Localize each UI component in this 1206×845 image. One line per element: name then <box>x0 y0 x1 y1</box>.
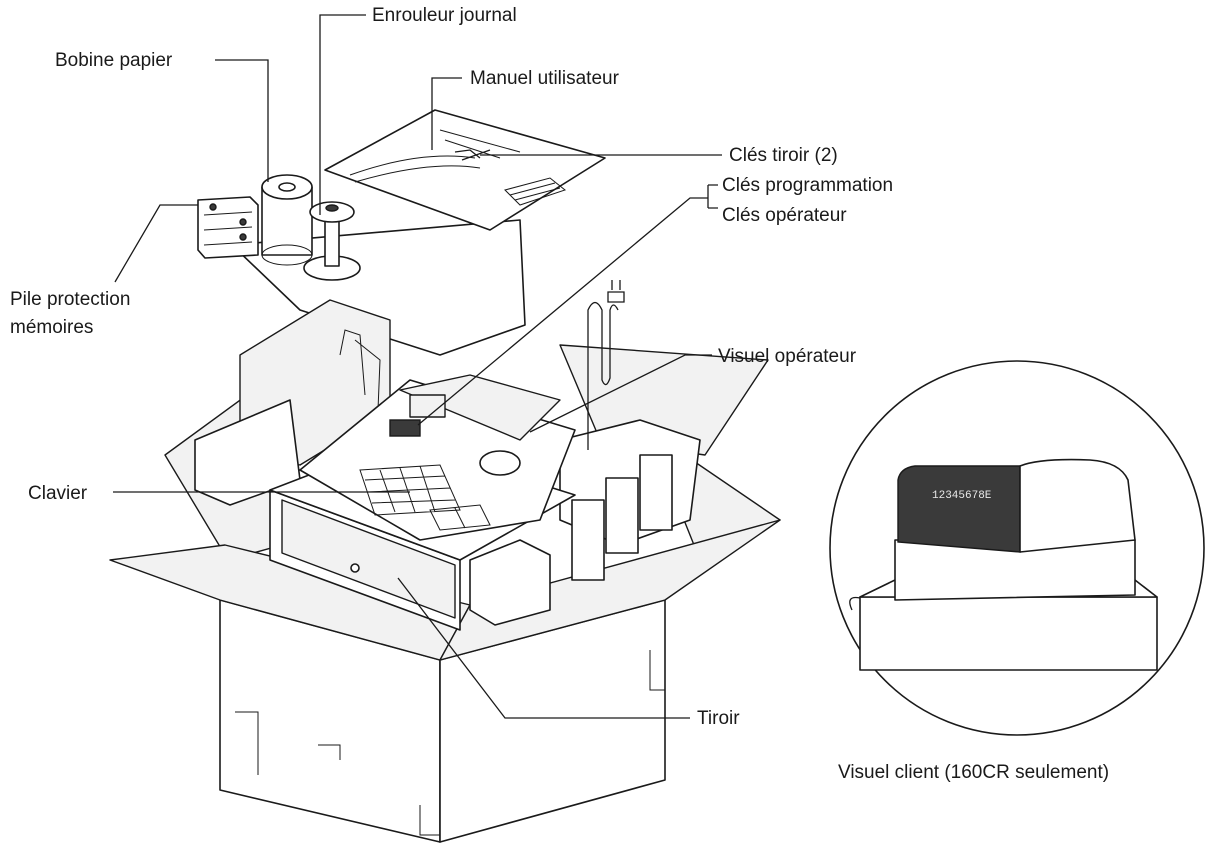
labels: Enrouleur journal Bobine papier Manuel u… <box>10 5 1109 783</box>
inset-cable <box>849 596 861 611</box>
key-slot <box>389 419 421 437</box>
leader-tiroir <box>397 577 690 719</box>
label-bobine-papier: Bobine papier <box>55 50 173 71</box>
keypad-keys <box>359 464 461 516</box>
leader-visuel-operateur <box>529 354 712 433</box>
leader-enrouleur <box>319 14 366 215</box>
user-manual <box>324 109 606 231</box>
inset-cover <box>1019 458 1136 553</box>
operator-display <box>409 394 446 418</box>
customer-display-inset: 12345678E <box>829 360 1205 736</box>
leader-cles <box>417 197 708 426</box>
drawer-lock <box>350 563 360 573</box>
label-cles-tiroir: Clés tiroir (2) <box>729 145 838 166</box>
mode-switch <box>479 450 521 476</box>
box-corner-marks <box>235 650 665 836</box>
label-tiroir: Tiroir <box>697 708 740 729</box>
leader-pile <box>114 204 198 283</box>
keys-icon <box>454 149 491 161</box>
paper-roll-core <box>278 182 296 192</box>
label-memoires: mémoires <box>10 317 93 338</box>
label-visuel-client: Visuel client (160CR seulement) <box>838 762 1109 783</box>
battery-terminal-2 <box>239 218 247 226</box>
leader-lines <box>113 14 722 719</box>
winder-hub <box>325 204 339 212</box>
label-clavier: Clavier <box>28 483 88 504</box>
drawer-panel <box>281 499 456 619</box>
foam-block-3 <box>571 499 605 581</box>
manual-sheet <box>324 109 606 231</box>
label-cles-programmation: Clés programmation <box>722 175 893 196</box>
battery-terminal-3 <box>239 233 247 241</box>
label-pile-protection: Pile protection <box>10 289 130 310</box>
label-enrouleur-journal: Enrouleur journal <box>372 5 517 26</box>
foam-right-front <box>469 539 551 626</box>
foam-block-1 <box>639 454 673 531</box>
battery-terminal-1 <box>209 203 217 211</box>
manual-grid <box>504 177 567 206</box>
keypad-keys-right <box>429 504 491 531</box>
manual-lines <box>349 129 521 183</box>
paper-roll <box>261 174 313 266</box>
leader-bobine <box>215 59 269 182</box>
foam-cutout <box>339 329 381 411</box>
inset-display-digits: 12345678E <box>932 490 992 502</box>
leader-manuel <box>431 77 462 150</box>
inset-display-housing <box>897 465 1021 553</box>
battery-pack <box>197 196 259 259</box>
label-visuel-operateur: Visuel opérateur <box>718 346 857 367</box>
label-cles-operateur: Clés opérateur <box>722 205 847 226</box>
cash-register <box>269 280 625 631</box>
power-cord <box>587 301 619 450</box>
winder-flange <box>309 201 355 223</box>
label-manuel-utilisateur: Manuel utilisateur <box>470 68 620 89</box>
bracket-cles <box>707 184 718 209</box>
register-top-panel <box>399 374 561 441</box>
paper-roll-bottom <box>261 244 313 266</box>
journal-winder <box>303 201 361 281</box>
power-plug <box>607 280 625 303</box>
foam-block-2 <box>605 477 639 554</box>
inset-base-front <box>859 596 1158 671</box>
battery-cells <box>203 211 253 246</box>
box-flap-front-right <box>439 519 781 661</box>
